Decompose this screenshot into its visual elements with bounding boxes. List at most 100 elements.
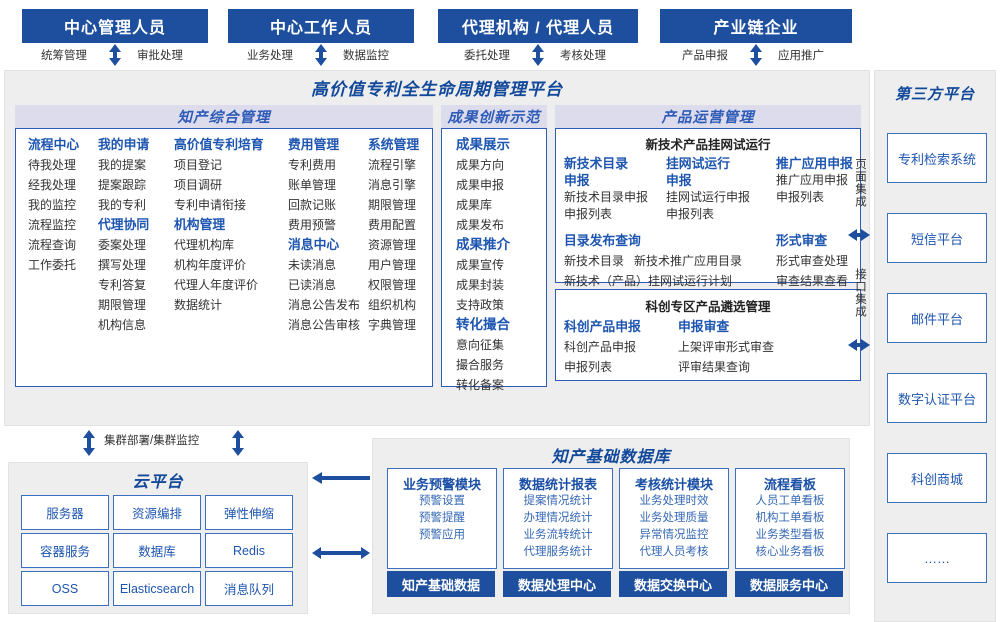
db-column-item[interactable]: 核心业务看板 <box>755 546 825 558</box>
db-column-item[interactable]: 预警提醒 <box>419 512 465 524</box>
column-item[interactable]: 提案跟踪 <box>98 178 147 192</box>
db-column-item[interactable]: 代理人员考核 <box>639 546 709 558</box>
column-item[interactable]: 待我处理 <box>28 158 77 172</box>
column-heading[interactable]: 我的申请 <box>98 137 150 152</box>
db-footer-0[interactable]: 知产基础数据 <box>387 571 495 597</box>
column-item[interactable]: 流程引擎 <box>368 158 417 172</box>
cloud-cell-6[interactable]: OSS <box>21 571 109 606</box>
cloud-cell-5[interactable]: Redis <box>205 533 293 568</box>
column-item[interactable]: 成果库 <box>456 198 493 212</box>
db-column-item[interactable]: 提案情况统计 <box>523 495 593 507</box>
cloud-cell-2[interactable]: 弹性伸缩 <box>205 495 293 530</box>
column-item[interactable]: 新技术目录申报 <box>564 190 649 204</box>
role-box-0[interactable]: 中心管理人员 <box>22 9 208 43</box>
column-item[interactable]: 我的提案 <box>98 158 147 172</box>
column-heading[interactable]: 高价值专利培育 <box>174 137 264 152</box>
cloud-cell-0[interactable]: 服务器 <box>21 495 109 530</box>
db-column-item[interactable]: 预警应用 <box>419 529 465 541</box>
column-item[interactable]: 撰写处理 <box>98 258 147 272</box>
db-column-heading[interactable]: 流程看板 <box>763 477 816 492</box>
column-item[interactable]: 机构信息 <box>98 318 147 332</box>
cloud-cell-1[interactable]: 资源编排 <box>113 495 201 530</box>
column-item[interactable]: 代理机构库 <box>174 238 235 252</box>
column-heading[interactable]: 费用管理 <box>288 137 340 152</box>
cloud-cell-7[interactable]: Elasticsearch <box>113 571 201 606</box>
column-item[interactable]: 期限管理 <box>368 198 417 212</box>
column-item[interactable]: 评审结果查询 <box>678 360 751 374</box>
column-item[interactable]: 上架评审形式审查 <box>678 340 775 354</box>
db-column-item[interactable]: 人员工单看板 <box>755 495 825 507</box>
db-column-item[interactable]: 业务处理时效 <box>639 495 709 507</box>
cloud-cell-3[interactable]: 容器服务 <box>21 533 109 568</box>
db-column-item[interactable]: 异常情况监控 <box>639 529 709 541</box>
column-item[interactable]: 申报列表 <box>666 207 715 221</box>
column-item[interactable]: 专利费用 <box>288 158 337 172</box>
third-party-item-5[interactable]: …… <box>887 533 987 583</box>
column-item[interactable]: 机构年度评价 <box>174 258 247 272</box>
column-item[interactable]: 权限管理 <box>368 278 417 292</box>
column-heading[interactable]: 目录发布查询 <box>564 233 641 248</box>
column-heading[interactable]: 成果展示 <box>456 137 510 152</box>
third-party-item-3[interactable]: 数字认证平台 <box>887 373 987 423</box>
column-item[interactable]: 组织机构 <box>368 298 417 312</box>
column-item[interactable]: 消息引擎 <box>368 178 417 192</box>
column-item[interactable]: 支持政策 <box>456 298 505 312</box>
column-item[interactable]: 形式审查处理 <box>776 254 849 268</box>
column-item[interactable]: 已读消息 <box>288 278 337 292</box>
column-item[interactable]: 新技术目录 新技术推广应用目录 <box>564 254 743 268</box>
column-item[interactable]: 成果方向 <box>456 158 505 172</box>
column-item[interactable]: 项目登记 <box>174 158 223 172</box>
db-footer-2[interactable]: 数据交换中心 <box>619 571 727 597</box>
column-item[interactable]: 用户管理 <box>368 258 417 272</box>
column-item[interactable]: 新技术（产品）挂网试运行计划 <box>564 274 733 288</box>
cloud-cell-4[interactable]: 数据库 <box>113 533 201 568</box>
column-item[interactable]: 申报列表 <box>776 190 825 204</box>
column-item[interactable]: 消息公告审核 <box>288 318 361 332</box>
column-heading[interactable]: 流程中心 <box>28 137 80 152</box>
db-column-item[interactable]: 预警设置 <box>419 495 465 507</box>
column-item[interactable]: 委案处理 <box>98 238 147 252</box>
db-footer-3[interactable]: 数据服务中心 <box>735 571 843 597</box>
role-box-1[interactable]: 中心工作人员 <box>228 9 414 43</box>
db-footer-1[interactable]: 数据处理中心 <box>503 571 611 597</box>
column-heading[interactable]: 科创产品申报 <box>564 319 641 334</box>
db-column-item[interactable]: 代理服务统计 <box>523 546 593 558</box>
column-heading[interactable]: 成果推介 <box>456 237 510 252</box>
column-heading[interactable]: 形式审查 <box>776 233 828 248</box>
third-party-item-1[interactable]: 短信平台 <box>887 213 987 263</box>
column-item[interactable]: 申报列表 <box>564 360 613 374</box>
column-item[interactable]: 账单管理 <box>288 178 337 192</box>
role-box-2[interactable]: 代理机构 / 代理人员 <box>438 9 638 43</box>
column-item[interactable]: 消息公告发布 <box>288 298 361 312</box>
third-party-item-0[interactable]: 专利检索系统 <box>887 133 987 183</box>
column-item[interactable]: 资源管理 <box>368 238 417 252</box>
column-item[interactable]: 代理人年度评价 <box>174 278 259 292</box>
column-item[interactable]: 成果申报 <box>456 178 505 192</box>
db-column-heading[interactable]: 业务预警模块 <box>402 477 481 492</box>
column-heading[interactable]: 转化撮合 <box>456 317 510 332</box>
column-item[interactable]: 撮合服务 <box>456 358 505 372</box>
column-item[interactable]: 我的专利 <box>98 198 147 212</box>
column-heading[interactable]: 新技术目录 申报 <box>564 156 628 188</box>
column-heading[interactable]: 代理协同 <box>98 217 150 232</box>
column-item[interactable]: 费用预警 <box>288 218 337 232</box>
db-column-item[interactable]: 业务类型看板 <box>755 529 825 541</box>
db-column-item[interactable]: 业务处理质量 <box>639 512 709 524</box>
column-item[interactable]: 科创产品申报 <box>564 340 637 354</box>
column-item[interactable]: 数据统计 <box>174 298 223 312</box>
db-column-item[interactable]: 机构工单看板 <box>755 512 825 524</box>
column-item[interactable]: 成果发布 <box>456 218 505 232</box>
column-item[interactable]: 转化备案 <box>456 378 505 392</box>
column-item[interactable]: 工作委托 <box>28 258 77 272</box>
column-heading[interactable]: 系统管理 <box>368 137 420 152</box>
column-item[interactable]: 成果封装 <box>456 278 505 292</box>
column-item[interactable]: 流程监控 <box>28 218 77 232</box>
db-column-heading[interactable]: 数据统计报表 <box>518 477 597 492</box>
column-item[interactable]: 字典管理 <box>368 318 417 332</box>
column-item[interactable]: 专利申请衔接 <box>174 198 247 212</box>
column-heading[interactable]: 推广应用申报 <box>776 156 853 171</box>
db-column-heading[interactable]: 考核统计模块 <box>634 477 713 492</box>
column-item[interactable]: 推广应用申报 <box>776 173 849 187</box>
column-item[interactable]: 意向征集 <box>456 338 505 352</box>
column-heading[interactable]: 消息中心 <box>288 237 340 252</box>
